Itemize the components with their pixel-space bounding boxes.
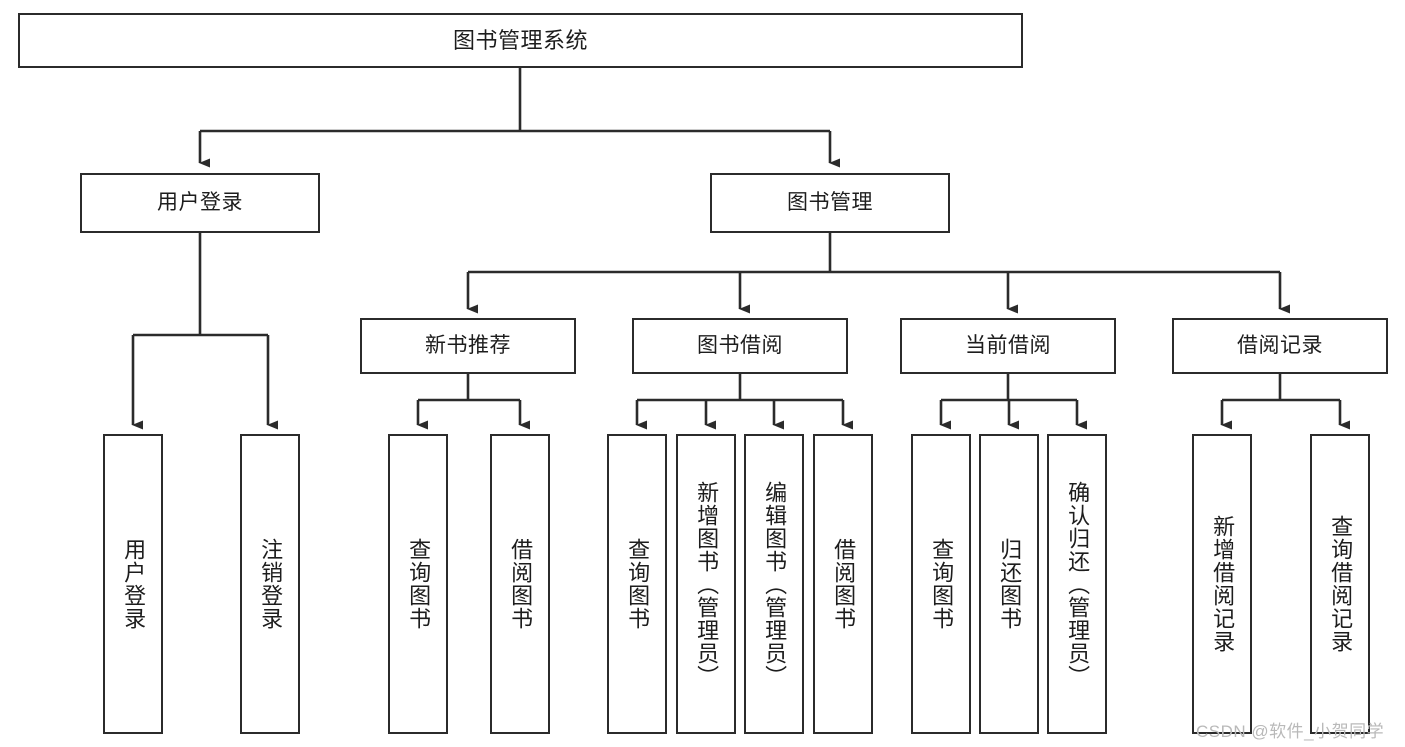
node-new-book-recommend[interactable]: 新书推荐 [360,318,576,374]
node-leaf-query-book-1-label: 查询图书 [406,538,432,630]
node-book-manage[interactable]: 图书管理 [710,173,950,233]
node-root-label: 图书管理系统 [452,27,588,53]
node-leaf-return-book[interactable]: 归还图书 [979,434,1039,734]
node-leaf-borrow-book-1-label: 借阅图书 [508,538,534,630]
node-book-manage-label: 图书管理 [787,190,873,214]
node-leaf-user-login-label: 用户登录 [121,538,147,630]
node-leaf-query-book-3[interactable]: 查询图书 [911,434,971,734]
node-leaf-return-book-label: 归还图书 [997,538,1023,630]
node-root[interactable]: 图书管理系统 [18,13,1023,68]
node-new-book-recommend-label: 新书推荐 [425,333,511,357]
node-current-borrow[interactable]: 当前借阅 [900,318,1116,374]
node-leaf-logout-login[interactable]: 注销登录 [240,434,300,734]
node-leaf-borrow-book-2[interactable]: 借阅图书 [813,434,873,734]
node-user-login[interactable]: 用户登录 [80,173,320,233]
node-leaf-query-book-3-label: 查询图书 [929,538,955,630]
node-borrow-record[interactable]: 借阅记录 [1172,318,1388,374]
node-leaf-confirm-return[interactable]: 确认归还（管理员） [1047,434,1107,734]
node-leaf-query-record-label: 查询借阅记录 [1328,515,1354,653]
node-leaf-query-book-2-label: 查询图书 [625,538,651,630]
node-leaf-add-record-label: 新增借阅记录 [1210,515,1236,653]
node-book-borrow-label: 图书借阅 [697,333,783,357]
node-leaf-add-record[interactable]: 新增借阅记录 [1192,434,1252,734]
csdn-watermark: CSDN @软件_小贺同学 [1196,722,1385,741]
node-leaf-add-book-label: 新增图书（管理员） [694,480,720,688]
node-leaf-borrow-book-2-label: 借阅图书 [831,538,857,630]
node-leaf-confirm-return-label: 确认归还（管理员） [1065,480,1091,688]
node-current-borrow-label: 当前借阅 [965,333,1051,357]
node-leaf-logout-login-label: 注销登录 [258,538,284,630]
node-borrow-record-label: 借阅记录 [1237,333,1323,357]
node-user-login-label: 用户登录 [157,190,243,214]
node-leaf-edit-book[interactable]: 编辑图书（管理员） [744,434,804,734]
node-leaf-add-book[interactable]: 新增图书（管理员） [676,434,736,734]
node-leaf-edit-book-label: 编辑图书（管理员） [762,480,788,688]
node-book-borrow[interactable]: 图书借阅 [632,318,848,374]
node-leaf-query-record[interactable]: 查询借阅记录 [1310,434,1370,734]
node-leaf-query-book-2[interactable]: 查询图书 [607,434,667,734]
node-leaf-borrow-book-1[interactable]: 借阅图书 [490,434,550,734]
node-leaf-user-login[interactable]: 用户登录 [103,434,163,734]
node-leaf-query-book-1[interactable]: 查询图书 [388,434,448,734]
